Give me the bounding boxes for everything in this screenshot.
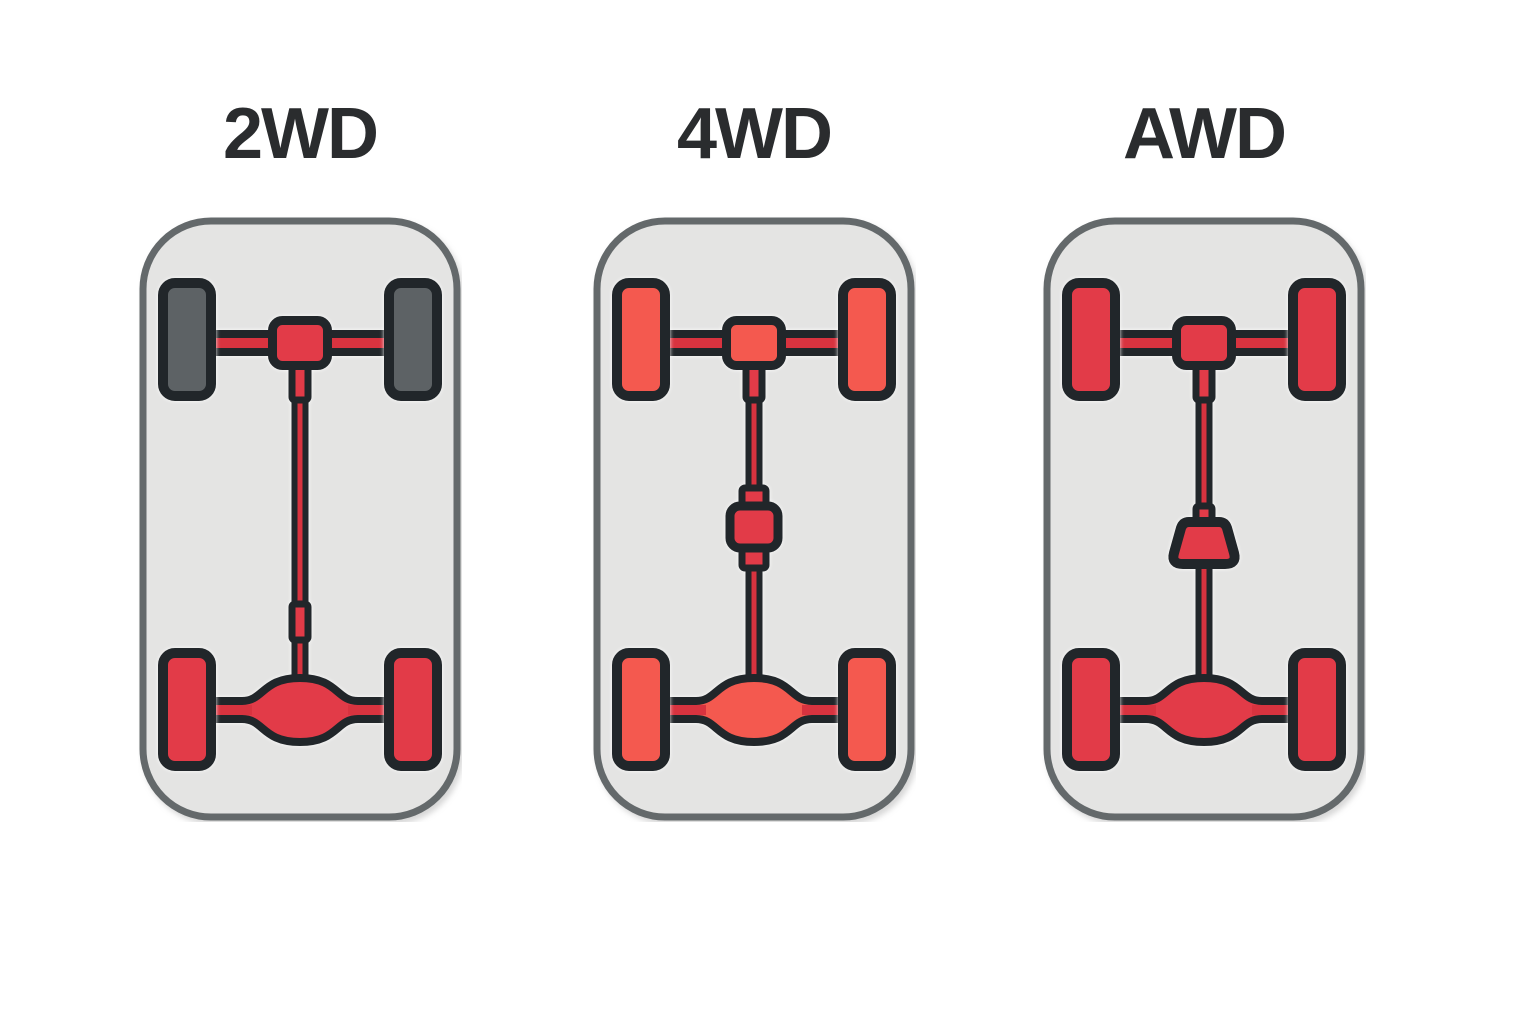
drivetrain-4wd xyxy=(628,316,880,746)
transfer-case xyxy=(725,501,783,553)
driveshaft-stub xyxy=(288,362,312,404)
rear-right-wheel xyxy=(838,648,896,771)
rear-left-wheel xyxy=(612,648,670,771)
driveshaft-upper xyxy=(1195,395,1213,509)
car-2wd-diagram xyxy=(139,217,461,821)
driveshaft-lower xyxy=(1195,563,1213,685)
wheels-4wd xyxy=(612,278,896,771)
rear-left-wheel xyxy=(1062,648,1120,771)
label-2wd: 2WD xyxy=(223,94,379,174)
car-4wd-diagram xyxy=(593,217,915,821)
rear-right-wheel xyxy=(384,648,442,771)
front-differential-box xyxy=(722,316,786,370)
front-left-wheel xyxy=(1062,278,1120,401)
rear-left-wheel xyxy=(158,648,216,771)
label-awd: AWD xyxy=(1123,94,1287,174)
wheels-awd xyxy=(1062,278,1346,771)
front-right-wheel xyxy=(384,278,442,401)
driveshaft-lower xyxy=(745,565,763,685)
front-right-wheel xyxy=(838,278,896,401)
panel-4wd: 4WD xyxy=(592,96,916,822)
wheels-2wd xyxy=(158,278,442,771)
front-right-wheel xyxy=(1288,278,1346,401)
front-left-wheel xyxy=(158,278,216,401)
center-coupling xyxy=(1168,517,1240,569)
front-left-wheel xyxy=(612,278,670,401)
panel-awd: AWD xyxy=(1042,96,1366,822)
front-differential-box xyxy=(268,316,332,370)
driveshaft-stub xyxy=(742,362,766,404)
car-awd-diagram xyxy=(1043,217,1365,821)
rear-right-wheel xyxy=(1288,648,1346,771)
label-4wd: 4WD xyxy=(677,94,833,174)
front-differential-box xyxy=(1172,316,1236,370)
driveshaft-upper xyxy=(745,395,763,495)
panel-2wd: 2WD xyxy=(138,96,462,822)
driveshaft-upper xyxy=(291,395,309,609)
driveshaft-stub xyxy=(1192,362,1216,404)
u-joint-coupler xyxy=(288,600,312,644)
